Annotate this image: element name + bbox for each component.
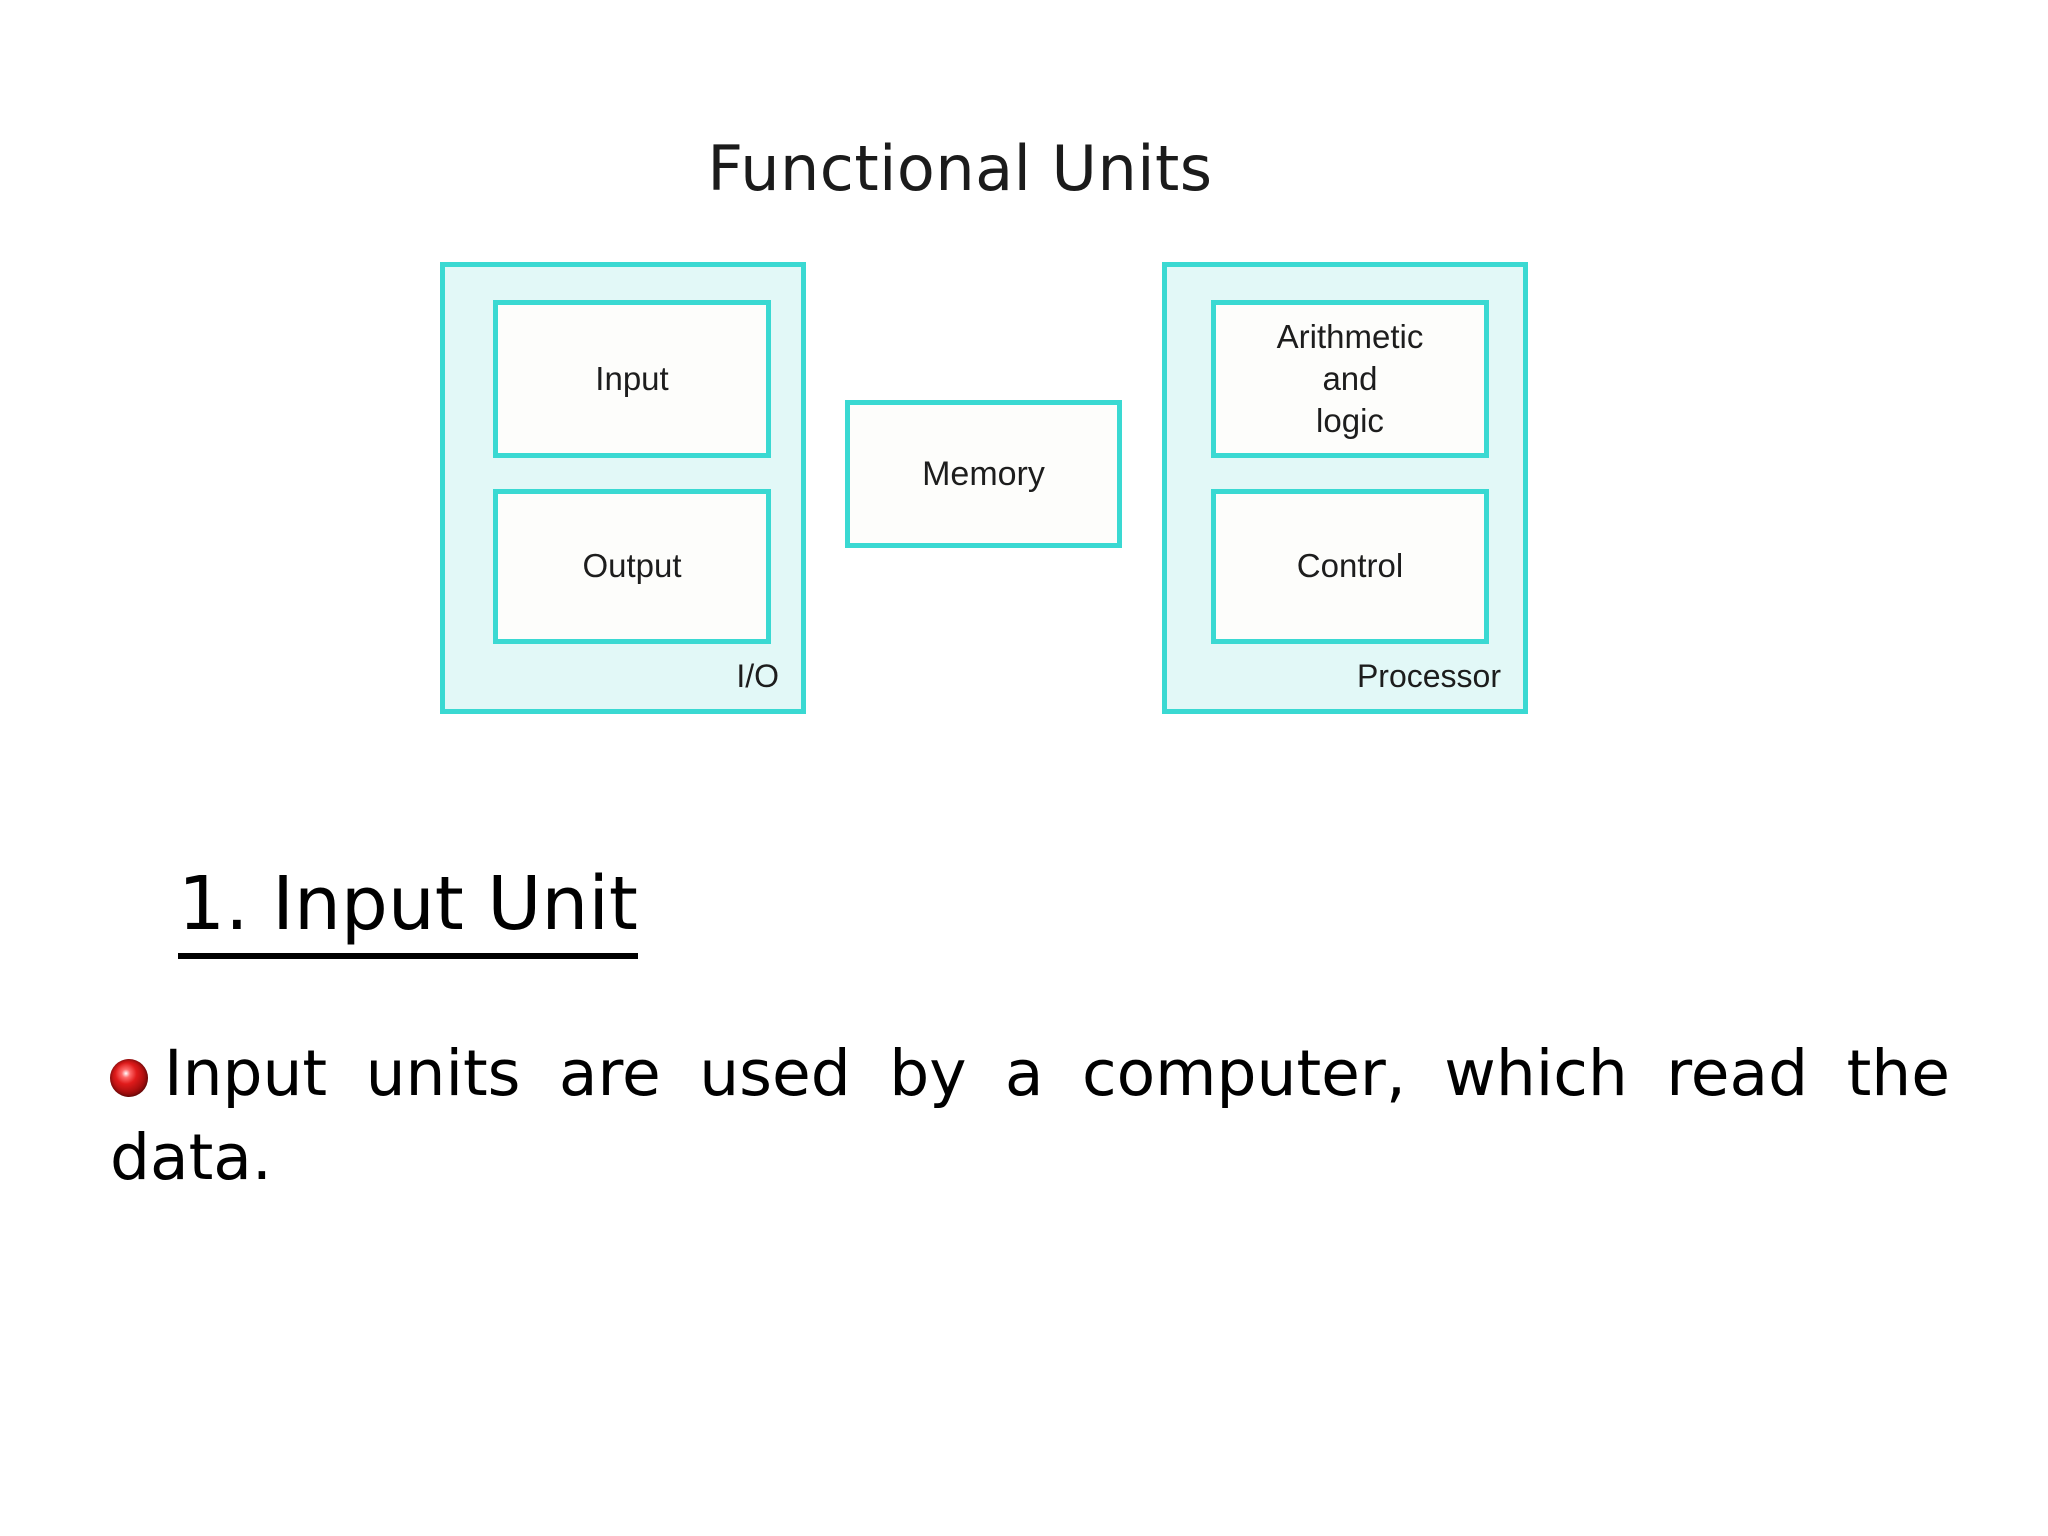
input-box: Input <box>493 300 771 458</box>
memory-box-label: Memory <box>922 454 1045 493</box>
diagram-title: Functional Units <box>707 132 1213 205</box>
control-box: Control <box>1211 489 1489 644</box>
io-block: Input Output I/O <box>440 262 806 714</box>
functional-units-diagram: Input Output I/O Memory Arithmetic and l… <box>440 262 1528 714</box>
control-box-label: Control <box>1296 547 1404 585</box>
bullet-paragraph: Input units are used by a computer, whic… <box>110 1032 1950 1200</box>
alu-label-line-1: Arithmetic <box>1276 317 1424 355</box>
output-box: Output <box>493 489 771 644</box>
section-heading: 1. Input Unit <box>178 861 638 959</box>
section-heading-text: 1. Input Unit <box>178 861 638 959</box>
red-sphere-bullet-icon <box>110 1059 148 1097</box>
arithmetic-and-logic-box: Arithmetic and logic <box>1211 300 1489 458</box>
processor-block-caption: Processor <box>1356 658 1501 694</box>
body-content: Input units are used by a computer, whic… <box>110 1032 1950 1200</box>
bullet-paragraph-text: Input units are used by a computer, whic… <box>110 1037 1950 1194</box>
arithmetic-and-logic-box-label: Arithmetic and logic <box>1277 316 1424 443</box>
output-box-label: Output <box>582 547 682 585</box>
alu-label-line-3: logic <box>1316 402 1384 440</box>
input-box-label: Input <box>595 359 669 397</box>
alu-label-line-2: and <box>1322 359 1378 397</box>
processor-block: Arithmetic and logic Control Processor <box>1162 262 1528 714</box>
io-block-caption: I/O <box>736 658 779 694</box>
memory-box: Memory <box>845 400 1122 548</box>
